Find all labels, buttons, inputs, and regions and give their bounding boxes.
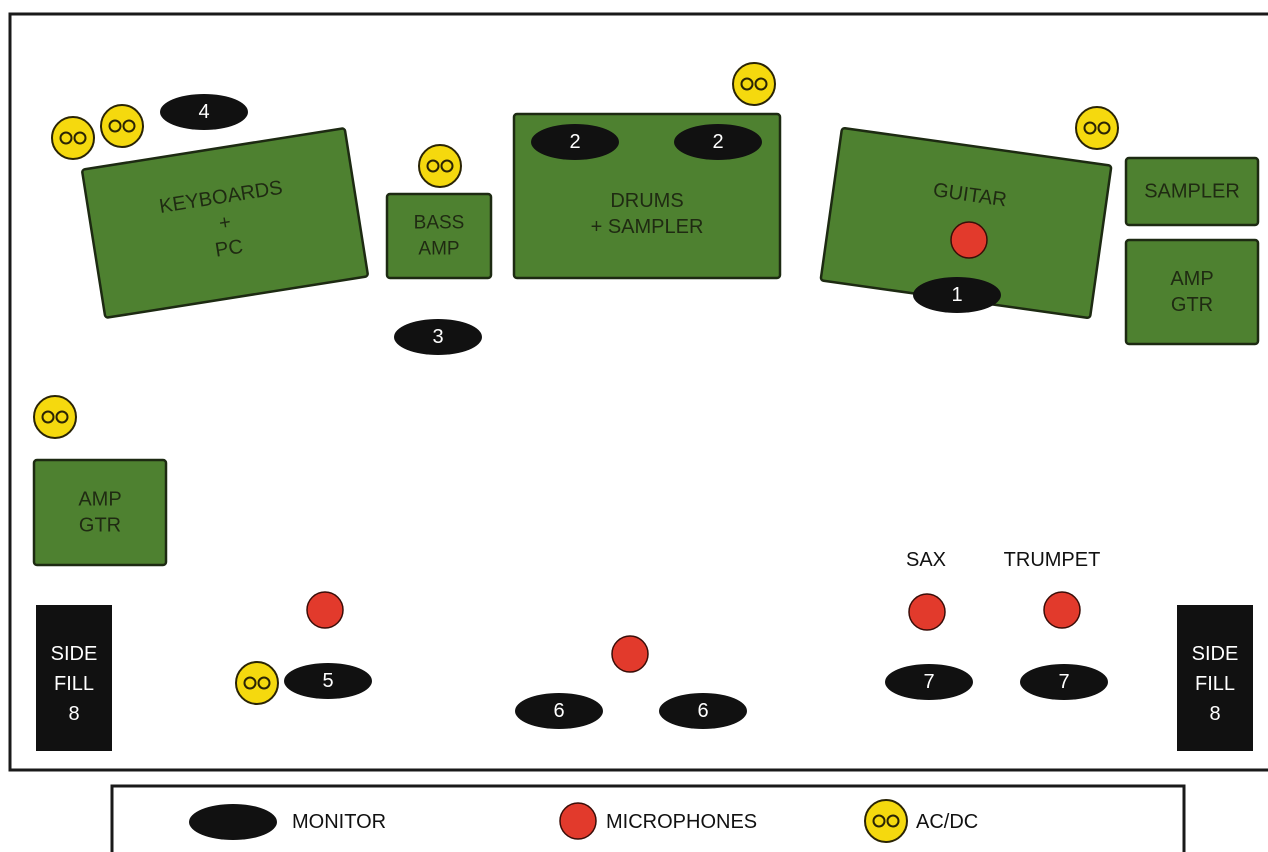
microphone-marker xyxy=(611,635,649,673)
microphone-marker xyxy=(908,593,946,631)
power-outlet-hole xyxy=(886,814,900,828)
monitor-number: 5 xyxy=(322,670,333,692)
monitor-wedge xyxy=(189,804,277,840)
power-outlet-hole xyxy=(754,77,768,91)
power-outlet-disc xyxy=(51,116,95,160)
microphone-marker xyxy=(950,221,988,259)
monitor-wedge xyxy=(659,693,747,729)
equipment-box xyxy=(1124,238,1260,346)
equipment-box xyxy=(1124,156,1260,227)
legend-acdc-label: AC/DC xyxy=(916,811,978,833)
legend-microphone-icon xyxy=(559,802,597,840)
power-outlet-icon xyxy=(732,62,776,106)
label-sax: SAX xyxy=(906,549,946,571)
microphone-marker xyxy=(1043,591,1081,629)
power-outlet-hole xyxy=(1083,121,1097,135)
power-outlet-hole xyxy=(440,159,454,173)
monitor-wedge xyxy=(885,664,973,700)
power-outlet-hole xyxy=(426,159,440,173)
monitor-5: 5 xyxy=(284,663,372,699)
legend-monitor-icon xyxy=(189,804,277,840)
monitor-number: 7 xyxy=(923,671,934,693)
side-fill-box xyxy=(36,605,112,751)
stage-outline xyxy=(8,12,1268,772)
monitor-number: 6 xyxy=(697,700,708,722)
monitor-wedge xyxy=(284,663,372,699)
monitor-number: 3 xyxy=(432,326,443,348)
power-outlet-hole xyxy=(740,77,754,91)
monitor-1: 1 xyxy=(913,277,1001,313)
equipment-keyboards: KEYBOARDS+PC xyxy=(81,127,369,319)
power-outlet-disc xyxy=(235,661,279,705)
monitor-wedge xyxy=(674,124,762,160)
monitor-wedge xyxy=(394,319,482,355)
monitor-3: 3 xyxy=(394,319,482,355)
power-outlet-icon xyxy=(418,144,462,188)
power-outlet-disc xyxy=(1075,106,1119,150)
power-outlet-hole xyxy=(41,410,55,424)
monitor-number: 2 xyxy=(712,131,723,153)
power-outlet-icon xyxy=(51,116,95,160)
equipment-box xyxy=(32,458,168,567)
power-outlet-hole xyxy=(55,410,69,424)
monitor-number: 1 xyxy=(951,284,962,306)
power-outlet-disc xyxy=(732,62,776,106)
monitor-number: 2 xyxy=(569,131,580,153)
legend-microphones-label: MICROPHONES xyxy=(606,811,757,833)
legend-monitor-label: MONITOR xyxy=(292,811,386,833)
monitor-wedge xyxy=(515,693,603,729)
monitor-number: 4 xyxy=(198,101,209,123)
legend-acdc-icon xyxy=(864,799,908,843)
side-fill-box xyxy=(1177,605,1253,751)
power-outlet-hole xyxy=(1097,121,1111,135)
monitor-6b: 6 xyxy=(659,693,747,729)
equipment-label: DRUMS+ SAMPLER xyxy=(591,190,704,238)
power-outlet-hole xyxy=(872,814,886,828)
monitor-7b: 7 xyxy=(1020,664,1108,700)
monitor-6a: 6 xyxy=(515,693,603,729)
monitor-wedge xyxy=(160,94,248,130)
label-trumpet: TRUMPET xyxy=(1004,549,1101,571)
monitor-7a: 7 xyxy=(885,664,973,700)
monitor-wedge xyxy=(531,124,619,160)
power-outlet-hole xyxy=(73,131,87,145)
monitor-wedge xyxy=(913,277,1001,313)
power-outlet-icon xyxy=(100,104,144,148)
power-outlet-icon xyxy=(1075,106,1119,150)
power-outlet-disc xyxy=(864,799,908,843)
power-outlet-icon xyxy=(235,661,279,705)
power-outlet-hole xyxy=(108,119,122,133)
power-outlet-hole xyxy=(243,676,257,690)
equipment-sampler: SAMPLER xyxy=(1124,156,1260,227)
equipment-box xyxy=(81,127,369,319)
power-outlet-disc xyxy=(33,395,77,439)
power-outlet-disc xyxy=(100,104,144,148)
power-outlet-icon xyxy=(33,395,77,439)
legend-box xyxy=(110,784,1186,852)
power-outlet-hole xyxy=(257,676,271,690)
power-outlet-disc xyxy=(418,144,462,188)
monitor-wedge xyxy=(1020,664,1108,700)
power-outlet-hole xyxy=(122,119,136,133)
equipment-box xyxy=(385,192,493,280)
monitor-number: 7 xyxy=(1058,671,1069,693)
power-outlet-hole xyxy=(59,131,73,145)
monitor-number: 6 xyxy=(553,700,564,722)
monitor-2b: 2 xyxy=(674,124,762,160)
monitor-2a: 2 xyxy=(531,124,619,160)
microphone-marker xyxy=(306,591,344,629)
monitor-4: 4 xyxy=(160,94,248,130)
equipment-label: SAMPLER xyxy=(1144,181,1240,203)
